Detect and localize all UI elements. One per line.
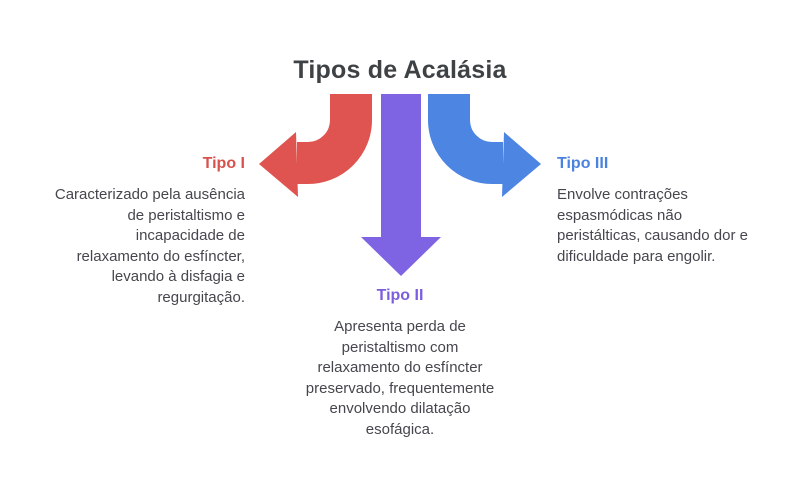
tipo-1-section: Tipo I Caracterizado pela ausência de pe…	[0, 155, 245, 308]
tipo-1-description: Caracterizado pela ausência de peristalt…	[54, 186, 245, 306]
tipo-3-description: Envolve contrações espasmódicas não peri…	[557, 186, 748, 265]
tipo-2-straight-down-arrow-icon	[361, 94, 441, 276]
tipo-2-heading: Tipo II	[376, 287, 424, 304]
tipo-1-heading: Tipo I	[202, 155, 245, 172]
tipo-3-section: Tipo III Envolve contrações espasmódicas…	[557, 155, 797, 267]
tipo-1-arrow-band	[297, 94, 372, 184]
tipo-1-curved-left-arrow-icon	[259, 94, 372, 197]
tipo-1-arrow-head	[259, 132, 298, 197]
tipo-3-heading: Tipo III	[557, 155, 609, 172]
tipo-2-section: Tipo II Apresenta perda de peristaltismo…	[270, 287, 530, 440]
tipo-2-description: Apresenta perda de peristaltismo com rel…	[305, 318, 495, 438]
tipo-3-curved-right-arrow-icon	[428, 94, 541, 197]
tipo-3-arrow-head	[502, 132, 541, 197]
tipo-3-arrow-band	[428, 94, 503, 184]
page-title: Tipos de Acalásia	[293, 56, 507, 84]
tipo-2-arrow-head	[361, 237, 441, 276]
